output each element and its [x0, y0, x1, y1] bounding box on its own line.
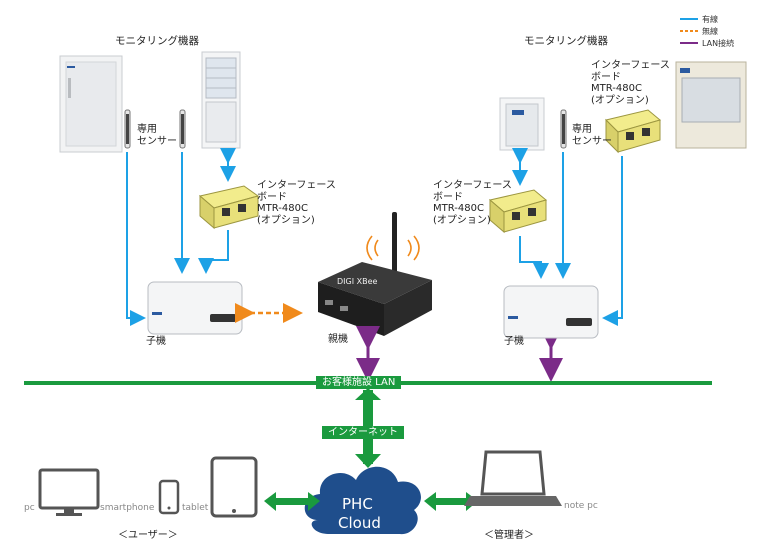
interface-board-icon [605, 109, 662, 154]
parent-device-label: 親機 [328, 334, 348, 345]
small-fridge-icon [499, 97, 545, 151]
sensor-label-left: 専用 センサー [137, 124, 177, 147]
legend-wired-label: 有線 [702, 15, 718, 24]
sensor-probe-icon [560, 109, 567, 149]
wired-line [602, 156, 623, 326]
wired-line [198, 230, 229, 274]
arrow-up-icon [355, 388, 381, 400]
child-device-icon [147, 281, 243, 335]
legend-lan-label: LAN接続 [702, 39, 735, 48]
user-cloud-arrow [264, 492, 320, 511]
admin-group-label: ＜管理者＞ [484, 530, 534, 541]
interface-board-label-left: インターフェース ボード MTR-480C (オプション) [257, 180, 336, 226]
child-device-label-left: 子機 [146, 336, 166, 347]
interface-board-label-right-top: インターフェース ボード MTR-480C (オプション) [591, 60, 670, 106]
smartphone-icon [158, 479, 180, 515]
customer-lan-label: お客様施設 LAN [316, 376, 402, 389]
sensor-label-right: 専用 センサー [572, 124, 612, 147]
desktop-monitor-icon [38, 468, 100, 516]
pharma-fridge-icon [201, 51, 241, 149]
parent-device-icon [318, 212, 432, 336]
legend-wireless-label: 無線 [702, 27, 718, 36]
user-group-label: ＜ユーザー＞ [118, 530, 178, 541]
internet-label: インターネット [322, 426, 404, 439]
tablet-label: tablet [182, 503, 209, 513]
safety-cabinet-icon [675, 61, 747, 149]
parent-device-text: DIGI XBee [337, 277, 378, 286]
sensor-probe-icon [124, 109, 186, 149]
monitoring-equipment-title-left: モニタリング機器 [115, 35, 199, 47]
note-pc-label: note pc [564, 501, 598, 511]
cloud-icon [304, 466, 421, 535]
child-device-label-right: 子機 [504, 336, 524, 347]
smartphone-label: smartphone [100, 503, 155, 513]
freezer-left-icon [59, 55, 123, 153]
cloud-line1: PHC [342, 495, 373, 513]
interface-board-icon [198, 185, 260, 230]
arrow-down-icon [355, 454, 381, 468]
wired-line [519, 236, 549, 279]
interface-board-icon [488, 189, 548, 234]
wired-line [126, 152, 146, 326]
laptop-icon [464, 450, 562, 506]
child-device-icon [503, 285, 599, 339]
pc-label: pc [24, 503, 35, 513]
tablet-icon [210, 456, 258, 518]
cloud-line2: Cloud [338, 514, 381, 532]
monitoring-equipment-title-right: モニタリング機器 [524, 35, 608, 47]
interface-board-label-right-mid: インターフェース ボード MTR-480C (オプション) [433, 180, 512, 226]
